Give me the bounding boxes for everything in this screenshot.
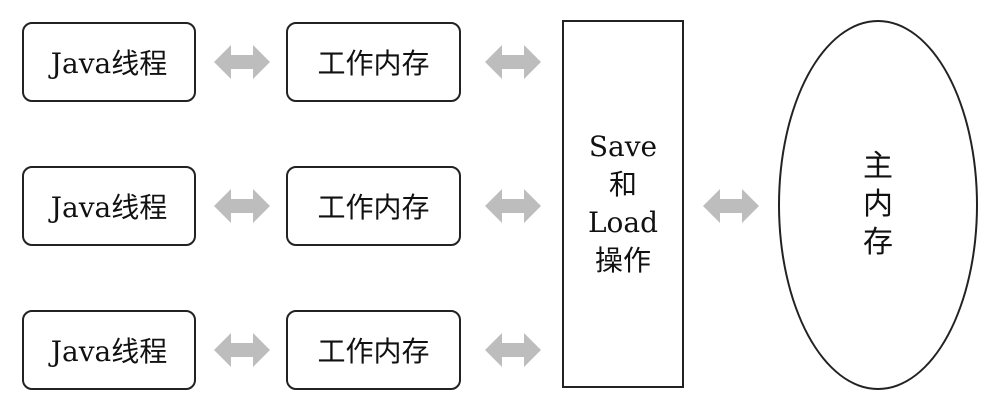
main-memory: 主 内 存 — [778, 20, 978, 390]
java-thread-1: Java线程 — [22, 22, 196, 102]
bidirectional-arrow-icon — [214, 189, 270, 223]
java-thread-3: Java线程 — [22, 310, 196, 390]
bidirectional-arrow-icon — [214, 333, 270, 367]
working-memory-3: 工作内存 — [286, 310, 461, 390]
bidirectional-arrow-icon — [485, 333, 541, 367]
bidirectional-arrow-icon — [485, 189, 541, 223]
main-memory-char-3: 存 — [863, 225, 893, 260]
bidirectional-arrow-icon — [214, 45, 270, 79]
bidirectional-arrow-icon — [485, 45, 541, 79]
load-label: Load — [587, 206, 659, 239]
and-label: 和 — [608, 168, 637, 201]
save-label: Save — [588, 130, 658, 163]
operations-label: 操作 — [594, 244, 651, 277]
working-memory-1: 工作内存 — [286, 22, 461, 102]
java-thread-2: Java线程 — [22, 166, 196, 246]
bidirectional-arrow-icon — [703, 189, 759, 223]
save-load-operations: Save 和 Load 操作 — [562, 20, 684, 388]
main-memory-char-2: 内 — [863, 187, 893, 222]
main-memory-char-1: 主 — [863, 149, 893, 184]
working-memory-2: 工作内存 — [286, 166, 461, 246]
